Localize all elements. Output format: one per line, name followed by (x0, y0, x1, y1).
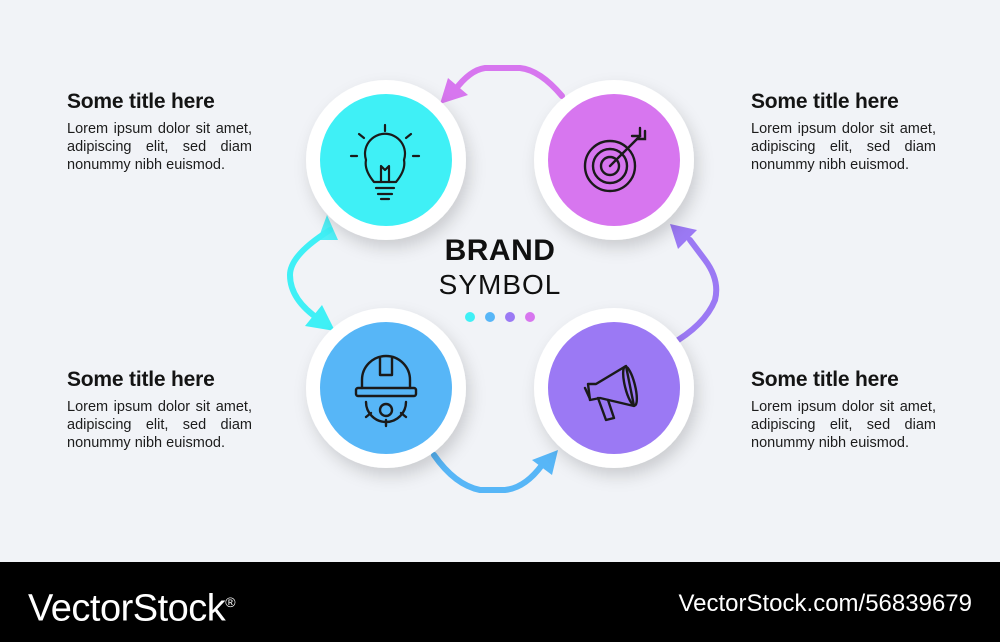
target-icon (583, 126, 647, 193)
arrow-head-up-icon (670, 224, 697, 249)
hardhat-icon (354, 354, 418, 428)
step-4-text: Some title here Lorem ipsum dolor sit am… (751, 368, 936, 452)
lightbulb-icon (349, 123, 421, 201)
arrow-head-left-icon (440, 78, 468, 104)
step-2-text: Some title here Lorem ipsum dolor sit am… (751, 90, 936, 174)
step-1-title: Some title here (67, 90, 215, 113)
brand-dot (525, 312, 535, 322)
footer-bar: VectorStock® VectorStock.com/56839679 (0, 562, 1000, 642)
step-2-body: Lorem ipsum dolor sit amet, adipiscing e… (751, 121, 936, 173)
footer-brand: VectorStock® (28, 587, 236, 630)
step-1-body: Lorem ipsum dolor sit amet, adipiscing e… (67, 121, 252, 173)
brand-dots (465, 312, 537, 324)
step-2-title: Some title here (751, 90, 899, 113)
brand-symbol: BRAND SYMBOL (420, 234, 580, 302)
megaphone-icon (583, 364, 639, 422)
step-1-text: Some title here Lorem ipsum dolor sit am… (67, 90, 252, 174)
step-4-title: Some title here (751, 368, 899, 391)
arrow-head-up-right-icon (532, 450, 558, 475)
brand-dot (485, 312, 495, 322)
footer-image-ref: VectorStock.com/56839679 (678, 590, 972, 617)
step-3-title: Some title here (67, 368, 215, 391)
brand-line-1: BRAND (444, 234, 556, 267)
step-3-text: Some title here Lorem ipsum dolor sit am… (67, 368, 252, 452)
step-4-body: Lorem ipsum dolor sit amet, adipiscing e… (751, 399, 936, 451)
arrow-head-down-icon (305, 305, 335, 331)
brand-dot (465, 312, 475, 322)
brand-dot (505, 312, 515, 322)
cycle-diagram (286, 65, 720, 493)
connector-cyan (286, 215, 338, 331)
infographic-canvas: Some title here Lorem ipsum dolor sit am… (0, 0, 1000, 562)
brand-line-2: SYMBOL (438, 269, 562, 300)
connector-magenta (440, 65, 565, 104)
connector-blue (431, 450, 558, 493)
step-3-body: Lorem ipsum dolor sit amet, adipiscing e… (67, 399, 252, 451)
connector-violet (667, 224, 720, 348)
